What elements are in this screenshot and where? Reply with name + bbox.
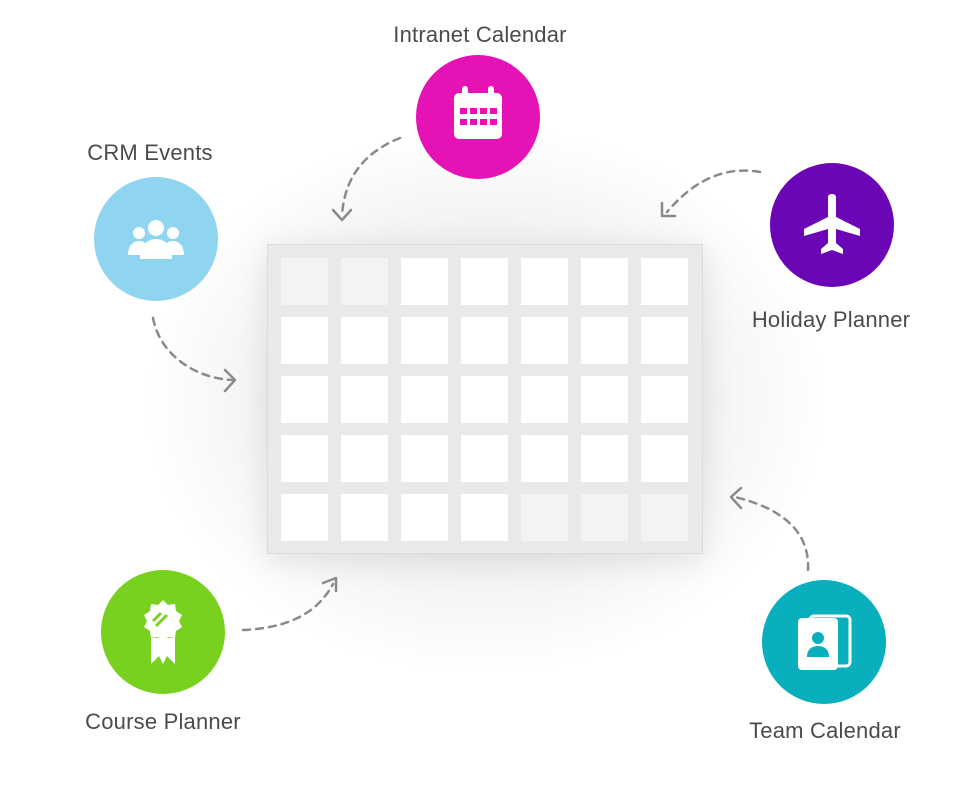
calendar-icon <box>454 86 502 139</box>
award-shine <box>151 611 169 628</box>
calendar-day-cell <box>461 376 508 423</box>
calendar-icon-cells <box>460 108 497 125</box>
calendar-day-cell <box>341 435 388 482</box>
calendar-day-cell <box>401 494 448 541</box>
calendar-day-cell <box>341 376 388 423</box>
calendar-day-cell <box>341 317 388 364</box>
crm-events-node[interactable] <box>94 177 218 301</box>
course-planner-node[interactable] <box>101 570 225 694</box>
arrowhead-team <box>729 486 743 510</box>
calendar-day-cell <box>521 494 568 541</box>
course-planner-label: Course Planner <box>85 709 241 734</box>
airplane-icon <box>804 194 860 254</box>
calendar-day-cell <box>281 435 328 482</box>
calendar-day-cell <box>281 376 328 423</box>
team-calendar-label: Team Calendar <box>749 718 901 743</box>
crm-events-label: CRM Events <box>87 140 213 165</box>
calendar-day-cell <box>281 317 328 364</box>
arrowhead-course <box>321 576 338 593</box>
shared-calendar-grid <box>267 244 703 554</box>
intranet-calendar-label: Intranet Calendar <box>393 22 567 47</box>
calendar-day-cell <box>401 317 448 364</box>
arrowhead-intranet <box>331 208 353 222</box>
calendar-day-cell <box>581 317 628 364</box>
users-icon <box>128 220 184 259</box>
arrow-team <box>733 495 810 572</box>
calendar-day-cell <box>581 494 628 541</box>
arrow-crm <box>151 316 234 382</box>
holiday-planner-label: Holiday Planner <box>751 307 911 332</box>
calendar-day-cell <box>461 258 508 305</box>
calendar-day-cell <box>401 258 448 305</box>
calendar-day-cell <box>461 317 508 364</box>
calendar-day-cell <box>641 435 688 482</box>
contact-book-icon <box>798 614 852 670</box>
arrow-intranet <box>340 136 402 217</box>
arrowhead-crm <box>223 368 237 393</box>
calendar-day-cell <box>341 494 388 541</box>
calendar-day-cell <box>641 258 688 305</box>
calendar-day-cell <box>521 258 568 305</box>
calendar-day-cell <box>641 376 688 423</box>
calendar-day-cell <box>521 376 568 423</box>
calendar-day-cell <box>281 258 328 305</box>
arrow-holiday <box>665 169 762 214</box>
calendar-day-cell <box>461 494 508 541</box>
calendar-day-cell <box>401 435 448 482</box>
calendar-day-cell <box>281 494 328 541</box>
team-calendar-node[interactable] <box>762 580 886 704</box>
calendar-day-cell <box>641 317 688 364</box>
calendar-day-cell <box>641 494 688 541</box>
calendar-day-cell <box>581 376 628 423</box>
calendar-day-cell <box>521 435 568 482</box>
intranet-calendar-node[interactable] <box>416 55 540 179</box>
holiday-planner-node[interactable] <box>770 163 894 287</box>
calendar-day-cell <box>521 317 568 364</box>
calendar-day-cell <box>581 258 628 305</box>
calendar-day-cell <box>341 258 388 305</box>
calendar-day-cell <box>581 435 628 482</box>
arrow-course <box>241 582 335 632</box>
arrowhead-holiday <box>660 201 677 218</box>
calendar-day-cell <box>401 376 448 423</box>
calendar-day-cell <box>461 435 508 482</box>
